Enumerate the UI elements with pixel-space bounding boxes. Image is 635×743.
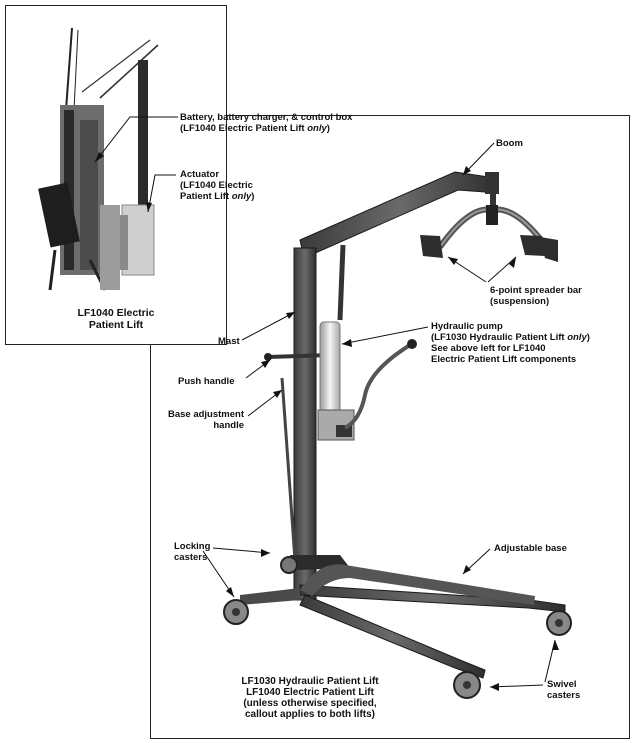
actuator-callout: Actuator (LF1040 Electric Patient Lift o… bbox=[180, 169, 254, 202]
swivel-casters-label: casters bbox=[547, 690, 581, 701]
pump-label: Hydraulic pump bbox=[431, 321, 503, 332]
locking-casters-label: Locking bbox=[174, 541, 211, 552]
base-adjustment-label: Base adjustment bbox=[167, 409, 244, 420]
caption-line: callout applies to both lifts) bbox=[245, 709, 375, 720]
caption-line: LF1030 Hydraulic Patient Lift bbox=[241, 676, 379, 687]
adjustable-base-callout: Adjustable base bbox=[494, 543, 567, 554]
actuator-note: Patient Lift bbox=[180, 191, 232, 202]
actuator-label: Actuator bbox=[180, 169, 220, 180]
inset-caption-line: Patient Lift bbox=[88, 319, 144, 331]
actuator-note-close: ) bbox=[251, 191, 255, 202]
base-adjustment-label: handle bbox=[213, 420, 244, 431]
locking-casters-callout: Locking casters bbox=[174, 541, 210, 563]
locking-casters-label: casters bbox=[174, 552, 208, 563]
leader-arrowheads bbox=[95, 152, 559, 691]
boom-callout: Boom bbox=[496, 138, 523, 149]
caption-line: LF1040 Electric Patient Lift bbox=[246, 687, 374, 698]
hydraulic-pump-callout: Hydraulic pump (LF1030 Hydraulic Patient… bbox=[431, 321, 590, 365]
pump-note-close: ) bbox=[586, 332, 590, 343]
push-handle-callout: Push handle bbox=[178, 376, 234, 387]
pump-see-above: See above left for LF1040 bbox=[431, 343, 546, 354]
mast-callout: Mast bbox=[218, 336, 240, 347]
mast-label: Mast bbox=[218, 336, 240, 347]
battery-only: only bbox=[307, 123, 327, 134]
diagram-caption: LF1030 Hydraulic Patient Lift LF1040 Ele… bbox=[218, 676, 402, 720]
inset-caption: LF1040 Electric Patient Lift bbox=[5, 307, 227, 331]
swivel-casters-callout: Swivel casters bbox=[547, 679, 580, 701]
battery-note: (LF1040 Electric Patient Lift bbox=[180, 123, 308, 134]
boom-label: Boom bbox=[496, 138, 523, 149]
pump-note: (LF1030 Hydraulic Patient Lift bbox=[431, 332, 568, 343]
swivel-casters-label: Swivel bbox=[547, 679, 577, 690]
spreader-bar-label: 6-point spreader bar bbox=[490, 285, 582, 296]
push-handle-label: Push handle bbox=[178, 376, 235, 387]
spreader-bar-note: (suspension) bbox=[490, 296, 550, 307]
battery-note-close: ) bbox=[326, 123, 330, 134]
hydraulic-lift-image bbox=[223, 171, 572, 699]
pump-only: only bbox=[567, 332, 587, 343]
electric-lift-inset-image bbox=[38, 27, 159, 291]
adjustable-base-label: Adjustable base bbox=[494, 543, 567, 554]
inset-caption-line: LF1040 Electric bbox=[77, 307, 155, 319]
battery-callout: Battery, battery charger, & control box … bbox=[180, 112, 352, 134]
actuator-note: (LF1040 Electric bbox=[180, 180, 253, 191]
caption-line: (unless otherwise specified, bbox=[243, 698, 377, 709]
actuator-only: only bbox=[231, 191, 252, 202]
spreader-bar-callout: 6-point spreader bar (suspension) bbox=[490, 285, 582, 307]
base-adjustment-callout: Base adjustment handle bbox=[162, 409, 244, 431]
pump-see-above: Electric Patient Lift components bbox=[431, 354, 577, 365]
battery-label: Battery, battery charger, & control box bbox=[180, 112, 353, 123]
